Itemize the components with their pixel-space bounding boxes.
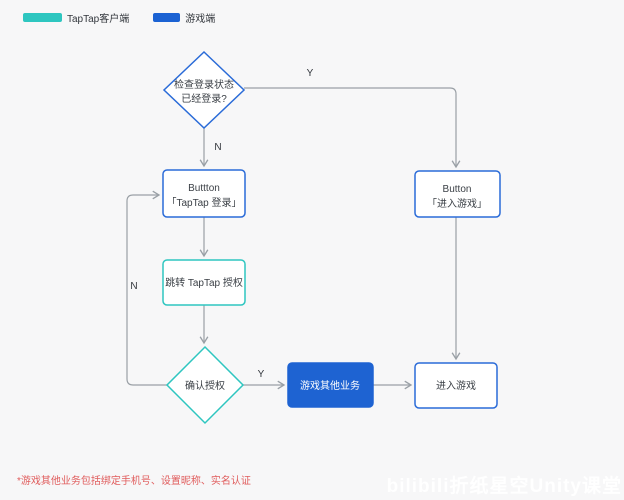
taptap-login-line1: Buttton [188,183,220,194]
legend-swatch-taptap-client [23,13,62,22]
confirm-auth-diamond-shape [165,345,245,425]
enter-game-button-box-shape [414,170,501,218]
check-login-line2: 已经登录? [181,92,227,105]
enter-game-label: 进入游戏 [436,379,476,392]
legend-item-taptap-client: TapTap客户端 [23,10,129,25]
watermark-text: bilibili折纸星空Unity课堂 [386,476,622,497]
legend-item-game-side: 游戏端 [153,10,215,25]
node-jump-auth: 跳转 TapTap 授权 [162,259,246,306]
edge-confirm-no-loop [126,190,167,386]
legend-label-taptap-client: TapTap客户端 [67,14,130,25]
taptap-login-line2: 「TapTap 登录」 [166,196,241,209]
edge-label-confirm-yes: Y [258,369,265,380]
edge-label-check-no: N [214,142,221,153]
edge-label-confirm-no: N [130,281,137,292]
enter-game-button-line1: Button [443,184,472,195]
game-other-business-box-shape [287,362,374,408]
taptap-login-box-shape [162,169,246,218]
node-enter-game: 进入游戏 [414,362,498,409]
enter-game-button-line2: 「进入游戏」 [427,197,487,210]
edge-check-yes-right [244,87,461,169]
edge-label-check-yes: Y [307,68,314,79]
check-login-line1: 检查登录状态 [174,78,234,91]
jump-auth-box-shape [162,259,246,306]
legend-swatch-game-side [153,13,181,22]
footnote-text: *游戏其他业务包括绑定手机号、设置昵称、实名认证 [17,476,251,487]
node-enter-game-button: Button 「进入游戏」 [414,170,501,218]
node-game-other-business: 游戏其他业务 [287,362,374,408]
jump-auth-label: 跳转 TapTap 授权 [165,276,243,289]
check-login-diamond-shape [162,50,246,130]
game-other-business-label: 游戏其他业务 [300,379,360,392]
enter-game-box-shape [414,362,498,409]
node-confirm-auth-decision: 确认授权 [165,345,245,425]
node-check-login-decision: 检查登录状态 已经登录? [162,50,246,130]
legend: TapTap客户端 游戏端 [23,10,215,25]
legend-label-game-side: 游戏端 [185,14,216,25]
confirm-auth-label: 确认授权 [185,379,225,392]
node-taptap-login-button: Buttton 「TapTap 登录」 [162,169,246,218]
